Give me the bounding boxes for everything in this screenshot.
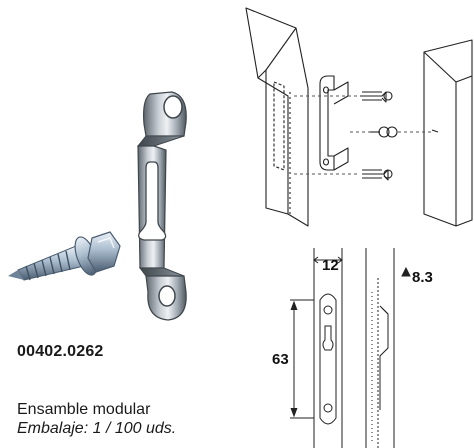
product-name: Ensamble modular [17,401,151,418]
assembly-diagram [245,7,473,227]
height-label: 63 [272,351,289,368]
assembly-fitting [319,75,349,171]
product-code: 00402.0262 [17,343,104,360]
product-photo [8,91,187,321]
right-panel [423,39,473,227]
left-panel [245,7,309,227]
width-label: 12 [322,257,339,274]
screw-photo [8,231,121,281]
product-description: Ensamble modular Embalaje: 1 / 100 uds. [17,400,176,438]
front-view [290,248,343,448]
depth-label: 8.3 [412,269,433,286]
packaging-info: Embalaje: 1 / 100 uds. [17,420,177,437]
assembly-screws [360,91,398,181]
dimension-drawing: 12 8.3 63 [272,248,433,448]
metal-fitting [136,91,187,321]
side-view [365,248,411,448]
